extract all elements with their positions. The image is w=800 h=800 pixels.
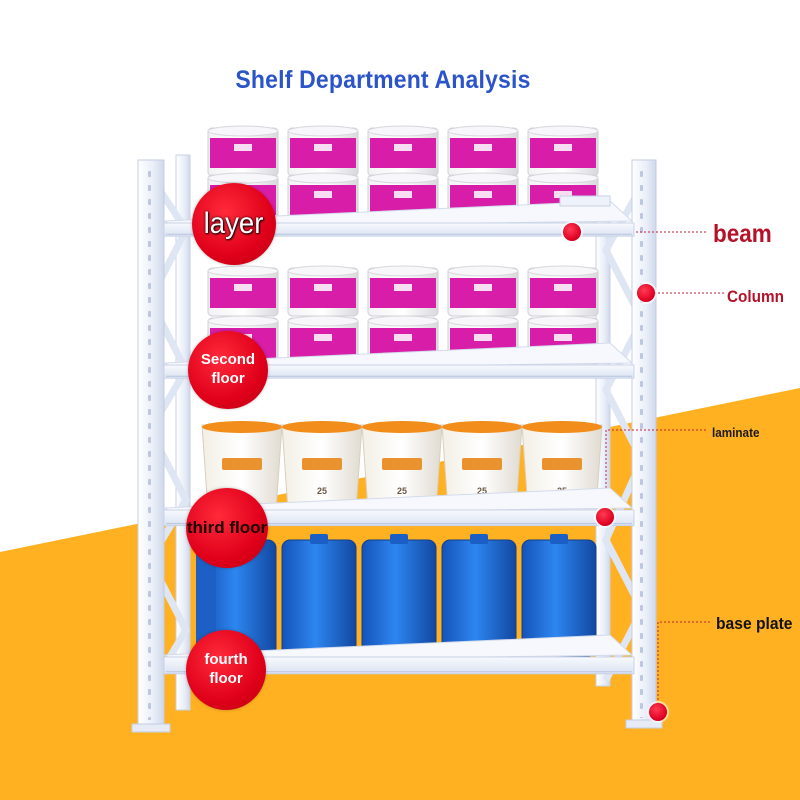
magenta-pail bbox=[527, 265, 599, 317]
magenta-pail bbox=[447, 125, 519, 177]
white-bucket: 25 bbox=[281, 421, 363, 511]
right-base-plate bbox=[625, 719, 663, 729]
blue-jerrycan-left-edge bbox=[196, 545, 216, 655]
white-bucket: 25 bbox=[521, 421, 603, 511]
callout-column: Column bbox=[727, 287, 784, 306]
magenta-pail bbox=[367, 125, 439, 177]
magenta-pail bbox=[527, 125, 599, 177]
shelf-level-1 bbox=[162, 200, 635, 237]
magenta-pail bbox=[287, 265, 359, 317]
floor-badge-third: third floor bbox=[186, 488, 268, 568]
floor-label-second-line2: floor bbox=[211, 370, 245, 387]
beam-marker-dot bbox=[563, 223, 581, 241]
magenta-pail bbox=[207, 265, 279, 317]
floor-label-second-line1: Second bbox=[200, 351, 256, 369]
back-left-column bbox=[175, 154, 191, 711]
callout-beam: beam bbox=[713, 220, 772, 248]
floor-label-fourth-line1: fourth bbox=[204, 651, 248, 669]
left-base-plate bbox=[131, 723, 171, 733]
floor-label-fourth-line2: floor bbox=[209, 670, 243, 687]
blue-jerrycan bbox=[441, 534, 517, 657]
floor-badge-second: Second floor bbox=[188, 331, 268, 409]
magenta-pail bbox=[447, 265, 519, 317]
callout-base-plate: base plate bbox=[716, 614, 793, 633]
upper-right-beam bbox=[559, 195, 611, 207]
column-marker-dot bbox=[637, 284, 655, 302]
page-title: Shelf Department Analysis bbox=[235, 66, 531, 94]
floor-badge-fourth: fourth floor bbox=[186, 630, 266, 710]
magenta-pail bbox=[367, 265, 439, 317]
callout-laminate: laminate bbox=[712, 425, 760, 440]
blue-jerrycan bbox=[521, 534, 597, 657]
magenta-pail bbox=[287, 172, 359, 224]
shelf-level-3 bbox=[162, 487, 635, 527]
floor-label-layer: layer bbox=[204, 207, 264, 241]
white-bucket: 25 bbox=[361, 421, 443, 511]
shelf-level-4 bbox=[162, 634, 635, 675]
bucket-size-label: 25 bbox=[397, 486, 407, 496]
floor-badge-layer: layer bbox=[192, 183, 276, 265]
base-plate-marker-dot bbox=[649, 703, 667, 721]
magenta-pail bbox=[287, 125, 359, 177]
magenta-pail bbox=[207, 125, 279, 177]
blue-jerrycan bbox=[361, 534, 437, 657]
bucket-size-label: 25 bbox=[317, 486, 327, 496]
floor-label-third: third floor bbox=[186, 518, 268, 538]
blue-jerrycan bbox=[281, 534, 357, 657]
laminate-marker-dot bbox=[596, 508, 614, 526]
bucket-size-label: 25 bbox=[477, 486, 487, 496]
magenta-pail bbox=[287, 315, 359, 367]
shelf-level-2 bbox=[162, 342, 635, 379]
